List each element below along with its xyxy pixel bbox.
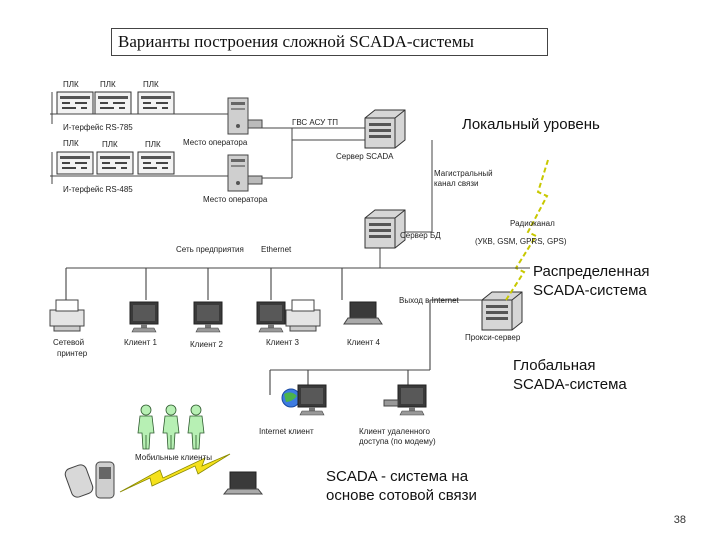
asu-tp-label: ГВС АСУ ТП (292, 118, 339, 127)
plc-row-top (50, 91, 200, 124)
cellular-link-bolt (119, 453, 231, 493)
distributed-label-1: Распределенная (533, 263, 650, 280)
client-3-label: Клиент 3 (266, 338, 299, 347)
plc-label-6: ПЛК (145, 140, 161, 149)
local-level-label: Локальный уровень (462, 116, 600, 133)
radio-channel-line (505, 159, 549, 301)
operator-workstation-1 (227, 97, 263, 135)
mobile-client-figures (137, 404, 205, 450)
client-4-label: Клиент 4 (347, 338, 380, 347)
global-label-2: SCADA-система (513, 376, 627, 393)
client-2 (193, 301, 223, 333)
radio-types-label: (УКВ, GSM, GPRS, GPS) (475, 237, 567, 246)
ethernet-label: Ethernet (261, 245, 292, 254)
radio-channel-label: Радиоканал (510, 219, 555, 228)
scada-server-label: Сервер SCADA (336, 152, 394, 161)
mobile-laptop (222, 471, 264, 495)
proxy-server-label: Прокси-сервер (465, 333, 521, 342)
plc-label-3: ПЛК (143, 80, 159, 89)
network-printer (49, 299, 85, 332)
ethernet-backbone (65, 267, 530, 395)
remote-client-label-1: Клиент удаленного (359, 427, 430, 436)
plc-label-1: ПЛК (63, 80, 79, 89)
db-server-label: Сервер БД (400, 231, 441, 240)
internet-exit-label: Выход в Internet (399, 296, 459, 305)
client-4-laptop (343, 301, 383, 325)
trunk-label-2: канал связи (434, 179, 479, 188)
remote-client (383, 384, 427, 416)
network-printer-label-2: принтер (57, 349, 88, 358)
client-2-label: Клиент 2 (190, 340, 223, 349)
internet-client (281, 384, 327, 416)
page-number: 38 (673, 514, 686, 526)
plc-label-4: ПЛК (63, 139, 79, 148)
client-1-label: Клиент 1 (124, 338, 157, 347)
enterprise-net-label: Сеть предприятия (176, 245, 244, 254)
mobile-clients-label: Мобильные клиенты (135, 453, 212, 462)
client-3 (256, 299, 321, 333)
cellular-label-2: основе сотовой связи (326, 487, 477, 504)
rs485-label-bottom: И-терфейс RS-485 (63, 185, 133, 194)
client-1 (129, 301, 159, 333)
local-links (200, 113, 433, 268)
operator-place-label-1: Место оператора (183, 138, 248, 147)
plc-label-2: ПЛК (100, 80, 116, 89)
remote-client-label-2: доступа (по модему) (359, 437, 436, 446)
proxy-server (481, 291, 523, 331)
db-server (364, 209, 406, 249)
cellular-label-1: SCADA - система на (326, 468, 469, 485)
operator-place-label-2: Место оператора (203, 195, 268, 204)
internet-client-label: Internet клиент (259, 427, 314, 436)
operator-workstation-2 (227, 154, 263, 192)
network-printer-label-1: Сетевой (53, 338, 85, 347)
global-label-1: Глобальная (513, 357, 596, 374)
distributed-label-2: SCADA-система (533, 282, 647, 299)
scada-server (364, 109, 406, 149)
plc-label-5: ПЛК (102, 140, 118, 149)
plc-row-bottom (50, 151, 200, 184)
mobile-phones (64, 461, 115, 499)
rs485-label-top: И-терфейс RS-785 (63, 123, 133, 132)
diagram-title: Варианты построения сложной SCADA-систем… (111, 28, 548, 56)
trunk-label-1: Магистральный (434, 169, 493, 178)
